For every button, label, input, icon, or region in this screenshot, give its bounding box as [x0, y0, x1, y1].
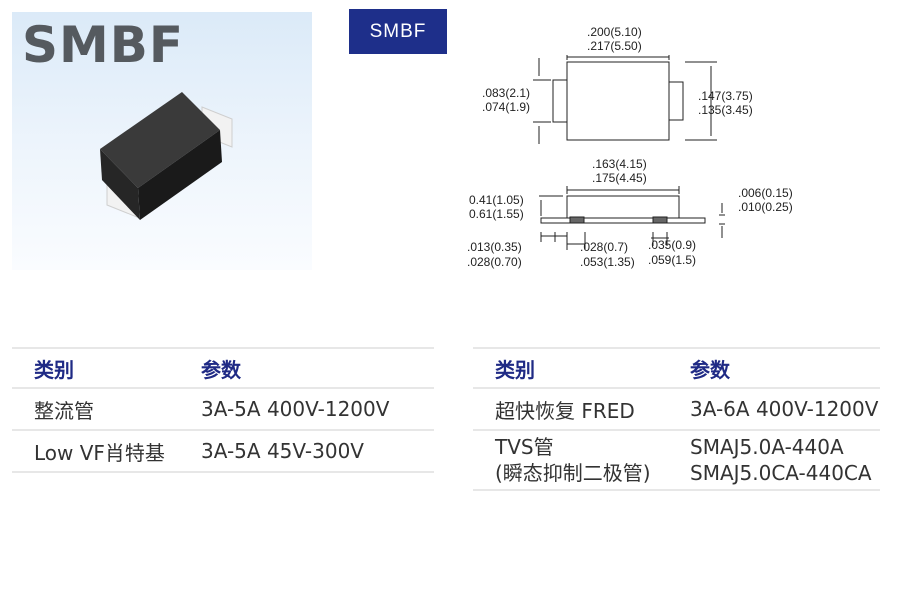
right-spec-table: 类别 参数 超快恢复 FRED 3A-6A 400V-1200V TVS管 (瞬… [473, 347, 880, 491]
dim-top-width-1: .200(5.10) [587, 25, 642, 39]
row-category: TVS管 (瞬态抑制二极管) [473, 431, 668, 489]
dim-lead-offset-2: .028(0.70) [467, 255, 522, 269]
dim-lead-flat-2: .053(1.35) [580, 255, 635, 269]
dim-body-thickness-2: 0.61(1.55) [469, 207, 524, 221]
photo-title: SMBF [22, 16, 185, 74]
left-spec-table: 类别 参数 整流管 3A-5A 400V-1200V Low VF肖特基 3A-… [12, 347, 434, 473]
product-photo: SMBF [12, 12, 312, 270]
row-category-line: (瞬态抑制二极管) [495, 461, 651, 485]
dim-lead-thickness-2: .010(0.25) [738, 200, 793, 214]
row-param: 3A-5A 45V-300V [201, 439, 364, 463]
package-tag: SMBF [349, 9, 447, 54]
dim-lead-thickness-1: .006(0.15) [738, 186, 793, 200]
row-param-line: SMAJ5.0CA-440CA [690, 461, 872, 485]
dim-lead-flat-1: .028(0.7) [580, 240, 628, 254]
row-param-line: SMAJ5.0A-440A [690, 435, 844, 459]
dim-lead-offset-1: .013(0.35) [467, 240, 522, 254]
dim-top-width-2: .217(5.50) [587, 39, 642, 53]
row-category: Low VF肖特基 [34, 440, 165, 465]
dimension-drawing: .200(5.10) .217(5.50) .083(2.1) .074(1.9… [467, 25, 793, 269]
dim-lead-length-1: .035(0.9) [648, 238, 696, 252]
smbf-chip-image [100, 92, 233, 220]
row-category-line: TVS管 [495, 435, 554, 459]
table-header-row: 类别 参数 [473, 347, 880, 389]
dim-body-height-1: .147(3.75) [698, 89, 753, 103]
row-param: 3A-6A 400V-1200V [690, 397, 879, 421]
dim-lead-height-1: .083(2.1) [482, 86, 530, 100]
table-row: 超快恢复 FRED 3A-6A 400V-1200V [473, 389, 880, 431]
header-category: 类别 [34, 357, 74, 382]
header-category: 类别 [495, 357, 535, 382]
table-header-row: 类别 参数 [12, 347, 434, 389]
table-row: Low VF肖特基 3A-5A 45V-300V [12, 431, 434, 473]
dim-lead-length-2: .059(1.5) [648, 253, 696, 267]
dim-body-height-2: .135(3.45) [698, 103, 753, 117]
header-param: 参数 [690, 357, 730, 382]
row-param: SMAJ5.0A-440A SMAJ5.0CA-440CA [668, 431, 872, 489]
dim-lead-height-2: .074(1.9) [482, 100, 530, 114]
row-category: 整流管 [34, 398, 94, 423]
row-param: 3A-5A 400V-1200V [201, 397, 390, 421]
side-view [539, 186, 725, 250]
top-view [533, 55, 717, 144]
dim-body-length-1: .163(4.15) [592, 157, 647, 171]
row-category: 超快恢复 FRED [495, 398, 635, 423]
header-param: 参数 [201, 357, 241, 382]
table-row: TVS管 (瞬态抑制二极管) SMAJ5.0A-440A SMAJ5.0CA-4… [473, 431, 880, 491]
dim-body-thickness-1: 0.41(1.05) [469, 193, 524, 207]
table-row: 整流管 3A-5A 400V-1200V [12, 389, 434, 431]
dim-body-length-2: .175(4.45) [592, 171, 647, 185]
